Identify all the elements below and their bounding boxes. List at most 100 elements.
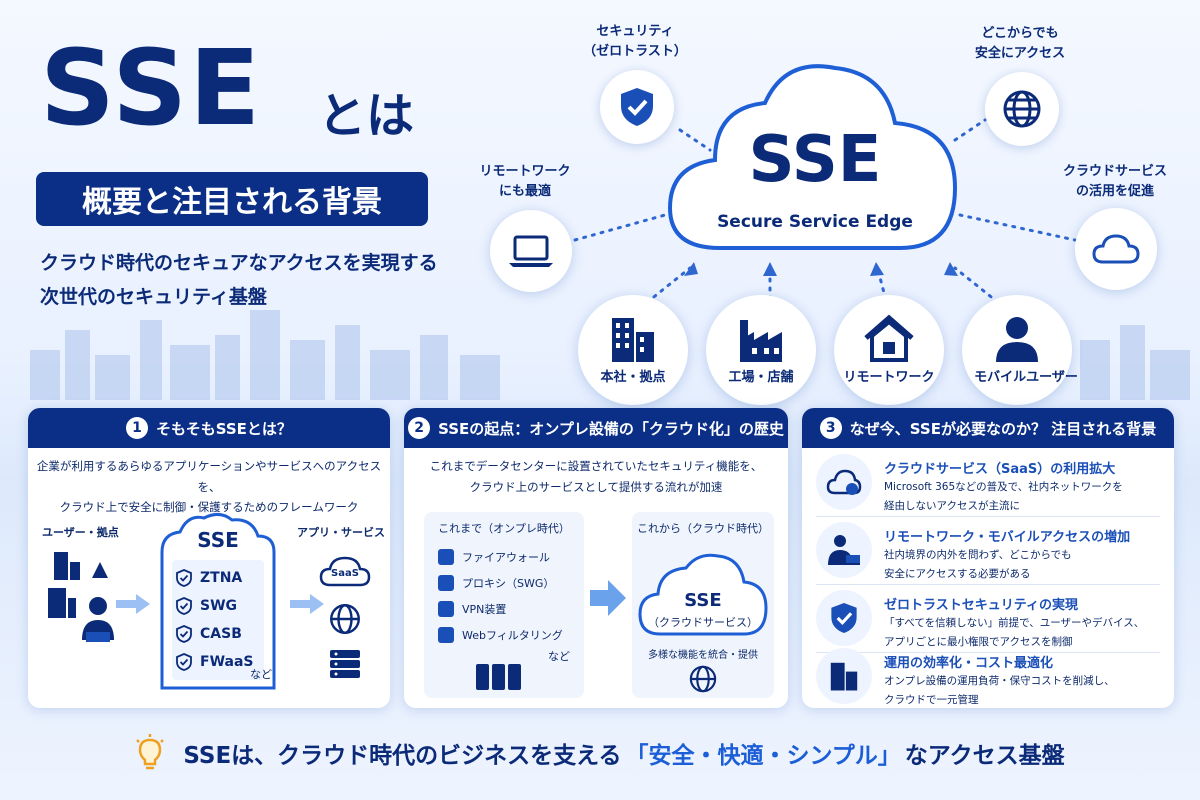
cloud-era-title: これから（クラウド時代）: [637, 522, 769, 535]
panel1-feature-list: ZTNA SWG CASB FWaaS: [176, 564, 253, 676]
lead-text-line2: 次世代のセキュリティ基盤: [40, 286, 267, 308]
panel1-left-label: ユーザー・拠点: [42, 526, 119, 539]
list-item: ファイアウォール: [438, 544, 584, 570]
list-item: プロキシ（SWG）: [438, 570, 584, 596]
panel2-sse-cloud: [638, 553, 768, 636]
panel2-number: 2: [408, 417, 431, 439]
hub-connectors: [573, 118, 1077, 310]
server-icon: [330, 650, 360, 678]
reason-item-cost: 運用の効率化・コスト最適化オンプレ設備の運用負荷・保守コストを削減し、クラウドで…: [816, 648, 1160, 710]
footer-post: なアクセス基盤: [904, 743, 1065, 769]
lightbulb-icon: [136, 734, 165, 770]
onprem-box: これまで（オンプレ時代） ファイアウォール プロキシ（SWG） VPN装置 We…: [424, 512, 584, 698]
building-icon: [830, 662, 858, 691]
panel2-cloud-title: SSE: [684, 590, 722, 611]
source-circle-remote: [834, 295, 944, 405]
page-title: SSE: [40, 27, 263, 149]
remote-worker-icon: [828, 535, 860, 565]
shield-check-icon: [176, 569, 192, 587]
globe-icon: [330, 604, 360, 634]
proxy-icon: [438, 575, 454, 591]
source-circle-mobile: [962, 295, 1072, 405]
city-skyline: [30, 310, 1190, 400]
shield-check-icon: [176, 597, 192, 615]
panel2-cloud-caption: 多様な機能を統合・提供: [648, 650, 758, 661]
panel3-title: なぜ今、SSEが必要なのか？ 注目される背景: [849, 419, 1157, 438]
list-item: CASB: [176, 620, 253, 648]
feature-label-remote: リモートワークにも最適: [479, 164, 571, 199]
source-label-hq: 本社・拠点: [600, 370, 666, 385]
panel-background: 3 なぜ今、SSEが必要なのか？ 注目される背景 クラウドサービス（SaaS）の…: [802, 408, 1174, 708]
panel1-saas-label: SaaS: [331, 568, 359, 579]
hub-title: SSE: [748, 123, 882, 197]
firewall-icon: [438, 549, 454, 565]
shield-check-icon: [831, 603, 857, 633]
cloud-user-icon: [826, 469, 862, 495]
panel3-number: 3: [819, 417, 842, 439]
reason-item-remote: リモートワーク・モバイルアクセスの増加社内境界の内外を問わず、どこからでも安全に…: [816, 522, 1160, 585]
list-item: SWG: [176, 592, 253, 620]
panel2-title: SSEの起点：オンプレ設備の「クラウド化」の歴史: [438, 419, 784, 438]
factory-icon: [740, 320, 782, 362]
panel-what-is-sse: 1 そもそもSSEとは？ 企業が利用するあらゆるアプリケーションやサービスへのア…: [28, 408, 390, 708]
panel1-cloud-title: SSE: [197, 528, 239, 552]
users-sites-icon: [48, 552, 114, 642]
panel1-sse-cloud: [160, 513, 276, 690]
datacenter-icon: [476, 664, 521, 690]
feature-circle-cloud: [1075, 208, 1157, 290]
feature-circle-anywhere: [985, 72, 1059, 146]
panel1-right-label: アプリ・サービス: [297, 526, 385, 539]
panel1-description: 企業が利用するあらゆるアプリケーションやサービスへのアクセスを、クラウド上で安全…: [36, 459, 382, 515]
list-item: FWaaS: [176, 648, 253, 676]
source-circle-factory: [706, 295, 816, 405]
feature-circle-security: [600, 70, 674, 144]
onprem-title: これまで（オンプレ時代）: [438, 522, 570, 535]
panel1-header: 1 そもそもSSEとは？: [28, 408, 390, 448]
panel1-number: 1: [126, 417, 149, 439]
shield-check-icon: [176, 653, 192, 671]
feature-label-anywhere: どこからでも安全にアクセス: [974, 26, 1066, 61]
feature-label-cloud: クラウドサービスの活用を促進: [1062, 164, 1167, 199]
shield-check-icon: [621, 88, 653, 126]
web-filter-icon: [438, 627, 454, 643]
arrow-right-icon: [590, 580, 626, 616]
laptop-icon: [509, 235, 553, 267]
list-item: Webフィルタリング: [438, 622, 584, 648]
hub-subtitle: Secure Service Edge: [717, 212, 913, 232]
reason-item-zerotrust: ゼロトラストセキュリティの実現「すべてを信頼しない」前提で、ユーザーやデバイス、…: [816, 590, 1160, 653]
panel2-header: 2 SSEの起点：オンプレ設備の「クラウド化」の歴史: [404, 408, 788, 448]
footer-highlight: 「安全・快適・シンプル」: [625, 743, 901, 769]
panel-cloud-history: 2 SSEの起点：オンプレ設備の「クラウド化」の歴史 これまでデータセンターに設…: [404, 408, 788, 708]
globe-icon: [1003, 90, 1041, 128]
source-label-factory: 工場・店舗: [728, 370, 794, 385]
onprem-etc: など: [548, 650, 570, 663]
source-label-remote: リモートワーク: [843, 370, 935, 385]
footer-message: SSEは、クラウド時代のビジネスを支える 「安全・快適・シンプル」 なアクセス基…: [100, 728, 1100, 778]
shield-check-icon: [176, 625, 192, 643]
source-circle-hq: [578, 295, 688, 405]
panel1-etc: など: [250, 668, 272, 681]
feature-circle-remote: [490, 210, 572, 292]
sse-cloud: [667, 64, 958, 250]
arrow-right-icon: [290, 594, 324, 614]
panel2-description: これまでデータセンターに設置されていたセキュリティ機能を、クラウド上のサービスと…: [429, 459, 763, 494]
subtitle-banner: 概要と注目される背景: [36, 172, 428, 226]
user-icon: [996, 317, 1038, 362]
lead-text-line1: クラウド時代のセキュアなアクセスを実現する: [40, 252, 438, 274]
panel3-header: 3 なぜ今、SSEが必要なのか？ 注目される背景: [802, 408, 1174, 448]
source-label-mobile: モバイルユーザー: [974, 370, 1078, 385]
saas-cloud-icon: [319, 556, 371, 587]
cloud-era-box: これから（クラウド時代） SSE （クラウドサービス） 多様な機能を統合・提供: [632, 512, 774, 698]
panel2-cloud-sub: （クラウドサービス）: [648, 616, 758, 629]
arrow-right-icon: [116, 594, 150, 614]
list-item: ZTNA: [176, 564, 253, 592]
cloud-icon: [1092, 234, 1140, 264]
globe-icon: [689, 665, 717, 693]
feature-label-security: セキュリティ（ゼロトラスト）: [583, 24, 687, 59]
building-icon: [612, 318, 654, 362]
vpn-icon: [438, 601, 454, 617]
page-title-suffix: とは: [318, 88, 415, 144]
footer-pre: SSEは、クラウド時代のビジネスを支える: [183, 743, 622, 769]
list-item: VPN装置: [438, 596, 584, 622]
